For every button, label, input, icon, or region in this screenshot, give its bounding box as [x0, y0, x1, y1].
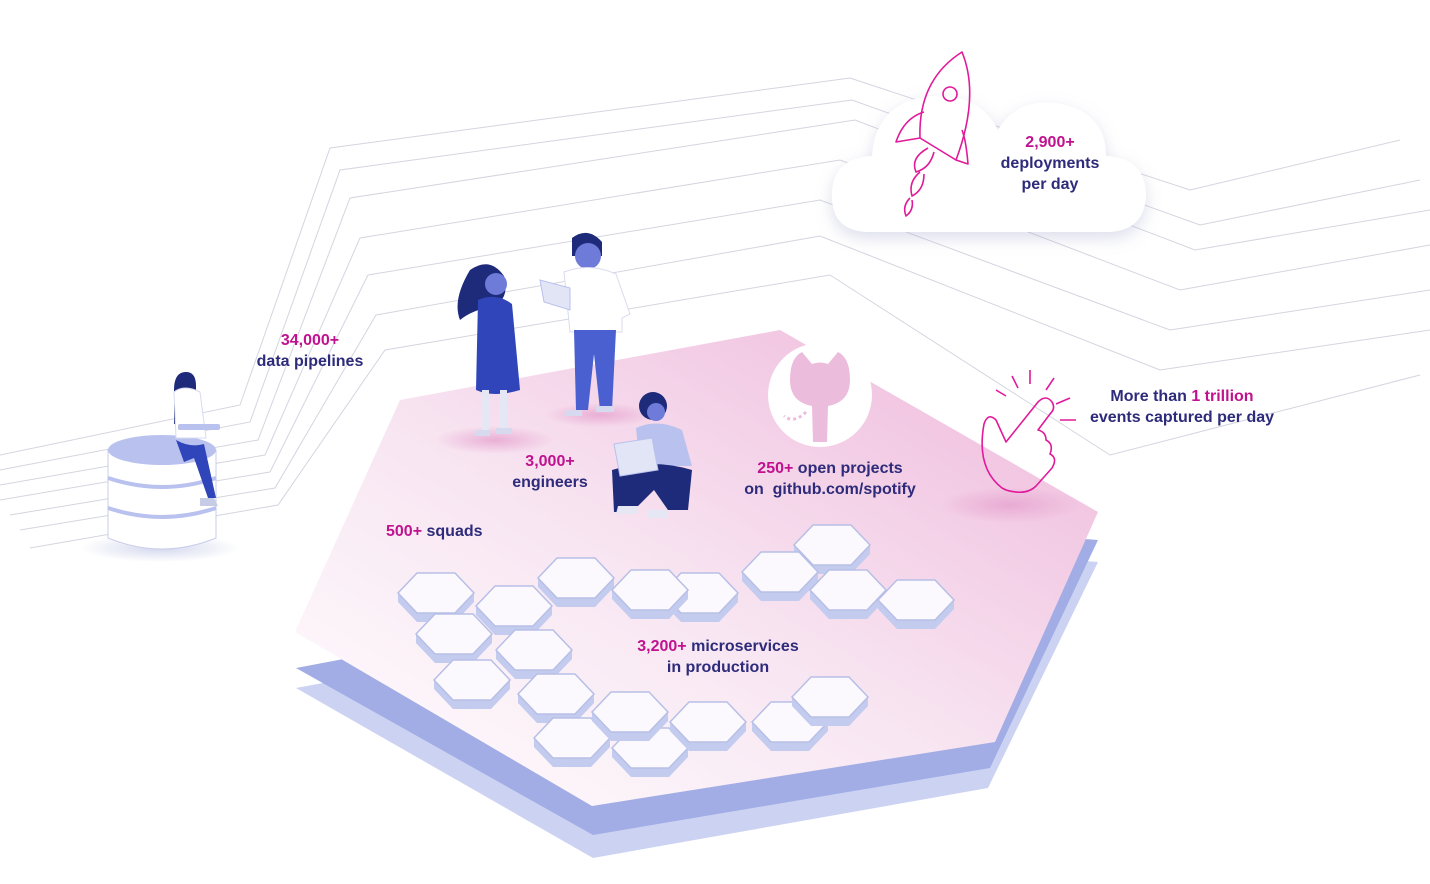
stat-open-projects: 250+ open projects on github.com/spotify	[720, 458, 940, 500]
pipelines-label: data pipelines	[256, 353, 364, 370]
events-prefix: More than	[1110, 388, 1187, 405]
deployments-value: 2,900+	[1025, 134, 1075, 151]
deployments-label-line1: deployments	[1000, 155, 1100, 172]
stat-events: More than 1 trillion events captured per…	[1072, 386, 1292, 428]
pipelines-value: 34,000+	[280, 332, 340, 349]
squads-value: 500+	[386, 523, 423, 540]
open-projects-value: 250+	[757, 460, 794, 477]
rocket-icon	[895, 51, 971, 217]
stat-microservices: 3,200+ microservices in production	[610, 636, 826, 678]
person-seated-icon	[173, 372, 220, 506]
hand-tap-icon	[981, 370, 1076, 494]
microservices-label-line2: in production	[666, 659, 770, 676]
stat-squads: 500+ squads	[386, 521, 483, 542]
cloud-icon	[831, 95, 1146, 232]
events-value: 1 trillion	[1191, 388, 1254, 405]
person-standing-man-icon	[539, 232, 631, 416]
engineers-label: engineers	[512, 474, 588, 491]
person-sitting-laptop-icon	[612, 392, 692, 518]
github-octocat-icon	[768, 343, 872, 447]
microservices-label-line1: microservices	[691, 638, 799, 655]
deployments-label-line2: per day	[1021, 176, 1079, 193]
open-projects-label-line2: on github.com/spotify	[744, 481, 916, 498]
stat-data-pipelines: 34,000+ data pipelines	[250, 330, 370, 372]
open-projects-label-line1: open projects	[797, 460, 903, 477]
microservice-tiles	[396, 524, 956, 777]
stat-engineers: 3,000+ engineers	[490, 451, 610, 493]
microservices-value: 3,200+	[637, 638, 687, 655]
engineers-value: 3,000+	[525, 453, 575, 470]
stat-deployments: 2,900+ deployments per day	[980, 132, 1120, 195]
squads-label: squads	[426, 523, 483, 540]
events-label: events captured per day	[1089, 409, 1275, 426]
person-standing-woman-icon	[457, 264, 520, 436]
database-cylinder-icon	[107, 435, 217, 550]
